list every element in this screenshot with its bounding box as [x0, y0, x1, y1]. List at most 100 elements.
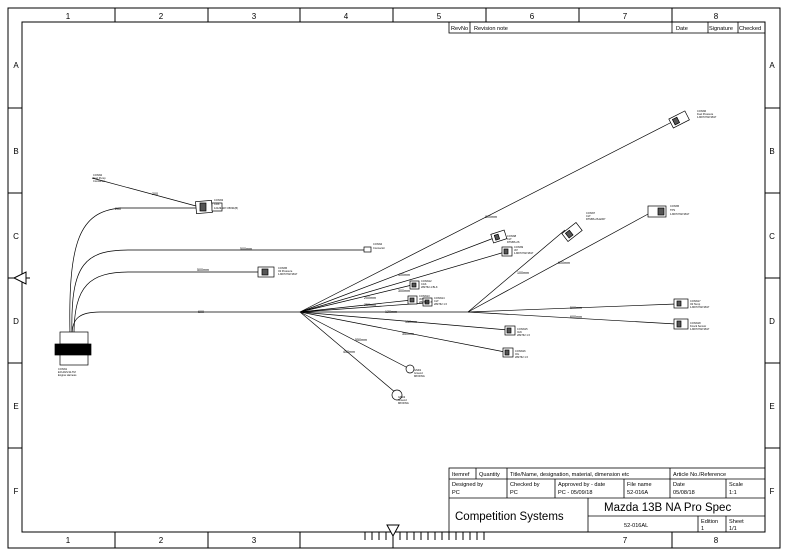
wire-to-g2: [299, 311, 397, 394]
tb-drawing-number: 52-016AL: [624, 523, 648, 529]
wire-to-inj2: [299, 251, 506, 313]
wire-main-trunk: [71, 311, 300, 336]
conn-r2: [673, 318, 689, 330]
rev-header-signature: Signature: [709, 26, 733, 32]
svg-text:1J0973702 9817: 1J0973702 9817: [690, 327, 710, 331]
svg-text:OIL: OIL: [515, 352, 520, 356]
col-8-bottom: 8: [714, 536, 719, 545]
len-120mm: 120mm: [385, 310, 397, 314]
svg-text:Oil Temp: Oil Temp: [690, 302, 701, 306]
svg-text:M8 RING: M8 RING: [398, 401, 409, 405]
row-d-left: D: [13, 317, 19, 326]
row-b-left: B: [13, 147, 18, 156]
wire-node-top2: [467, 212, 651, 313]
conn-inj2: [501, 246, 513, 257]
grid-labels: 1 2 3 4 5 6 7 8 1 2 3 7 8 A B C D E F A …: [13, 12, 775, 545]
svg-text:CONN15: CONN15: [517, 327, 528, 331]
len-500mm-b: 500mm: [197, 268, 209, 272]
row-c-left: C: [13, 232, 19, 241]
svg-text:CONN17: CONN17: [690, 299, 701, 303]
conn-top: [668, 110, 690, 129]
svg-text:Fuel Pressure: Fuel Pressure: [697, 112, 714, 116]
tb-label-designed: Designed by: [452, 482, 483, 488]
row-d-right: D: [769, 317, 775, 326]
svg-text:282762 1 6: 282762 1 6: [434, 302, 448, 306]
wire-to-c2: [299, 299, 413, 313]
col-2-top: 2: [159, 12, 164, 21]
col-5-top: 5: [437, 12, 442, 21]
svg-text:CLT: CLT: [434, 299, 439, 303]
svg-text:CONN18: CONN18: [690, 321, 701, 325]
col-1-bottom: 1: [66, 536, 71, 545]
len-200a: 200: [152, 192, 158, 196]
svg-text:282762 1 6: 282762 1 6: [515, 355, 529, 359]
svg-text:CONN9: CONN9: [514, 245, 524, 249]
length-labels: 200 200 500mm 500mm 600 800mm 400mm 300m…: [115, 192, 582, 354]
conn-c3: [422, 297, 433, 307]
wire-500mm-b: [73, 271, 258, 336]
col-4-top: 4: [344, 12, 349, 21]
tb-value-file: 52-016A: [627, 490, 648, 496]
svg-text:CONN16: CONN16: [515, 349, 526, 353]
col-8-top: 8: [714, 12, 719, 21]
wire-to-c3: [299, 302, 426, 313]
label-top2: CONN5 TPS 1J0973702 9817: [670, 204, 690, 216]
rev-header-checked: Checked: [739, 26, 761, 32]
label-r1: CONN17 Oil Temp 1J0973702 9817: [690, 299, 710, 309]
wire-node-r1: [467, 303, 677, 313]
col-3-top: 3: [252, 12, 257, 21]
wire-node-r2: [467, 311, 677, 325]
wire-node-fuelpr: [467, 229, 566, 313]
wire-to-g1: [299, 311, 409, 369]
col-7-top: 7: [623, 12, 628, 21]
label-c5: CONN16 OIL 282762 1 6: [515, 349, 529, 359]
svg-text:CONN7: CONN7: [586, 211, 596, 215]
title-block: Itemref Quantity Title/Name, designation…: [448, 467, 766, 533]
rev-header-date: Date: [676, 26, 688, 32]
tb-header-itemref: Itemref: [452, 472, 470, 478]
svg-text:1J0973702 9817: 1J0973702 9817: [697, 115, 717, 119]
svg-text:1J0973702 9817: 1J0973702 9817: [514, 251, 534, 255]
svg-text:CONN12: CONN12: [421, 279, 432, 283]
svg-text:IAT: IAT: [514, 248, 518, 252]
len-150mm: 150mm: [405, 320, 417, 324]
svg-text:CONN1: CONN1: [58, 367, 68, 371]
tb-label-sheet: Sheet: [729, 519, 744, 525]
tb-label-date: Date: [673, 482, 685, 488]
svg-text:CAS: CAS: [421, 282, 427, 286]
svg-text:1J0973702 9817: 1J0973702 9817: [670, 212, 690, 216]
tb-value-approved: PC - 05/09/18: [558, 490, 593, 496]
conn-fuelpr: [561, 222, 583, 242]
conn-cas: [195, 199, 223, 215]
rev-header-revno: RevNo: [451, 26, 468, 32]
svg-text:M8 RING: M8 RING: [414, 374, 425, 378]
conn-c: [363, 246, 372, 253]
len-350mm: 350mm: [402, 332, 414, 336]
wire-to-c4: [299, 311, 509, 331]
label-r2: CONN18 Knock Sensor 1J0973702 9817: [690, 321, 710, 331]
label-cas: CONN3 CAS 12129-327-05031(B): [214, 198, 238, 210]
label-g1: GND1 Ground M8 RING: [414, 368, 425, 378]
svg-text:Ground: Ground: [414, 371, 423, 375]
conn-c5: [502, 347, 514, 358]
row-a-right: A: [769, 61, 775, 70]
conn-c1: [409, 280, 420, 290]
tb-label-edition: Edition: [701, 519, 718, 525]
col-1-top: 1: [66, 12, 71, 21]
conn-d: [257, 266, 275, 278]
tb-label-file: File name: [627, 482, 652, 488]
label-fuel-pump: CONN2 Fuel Pump Connector: [93, 173, 106, 183]
svg-text:CONN3: CONN3: [214, 198, 224, 202]
label-inj2: CONN9 IAT 1J0973702 9817: [514, 245, 534, 255]
harness-wires: [69, 121, 677, 394]
tb-label-checked: Checked by: [510, 482, 540, 488]
svg-text:ECU/HS-W-TM: ECU/HS-W-TM: [58, 370, 76, 374]
svg-text:GND1: GND1: [414, 368, 422, 372]
tb-value-sheet: 1/1: [729, 526, 737, 532]
wire-to-top: [299, 121, 673, 313]
ground-1: [405, 364, 415, 374]
len-100mm: 100mm: [517, 271, 529, 275]
conn-r1: [673, 298, 689, 309]
connectors: [54, 110, 690, 401]
